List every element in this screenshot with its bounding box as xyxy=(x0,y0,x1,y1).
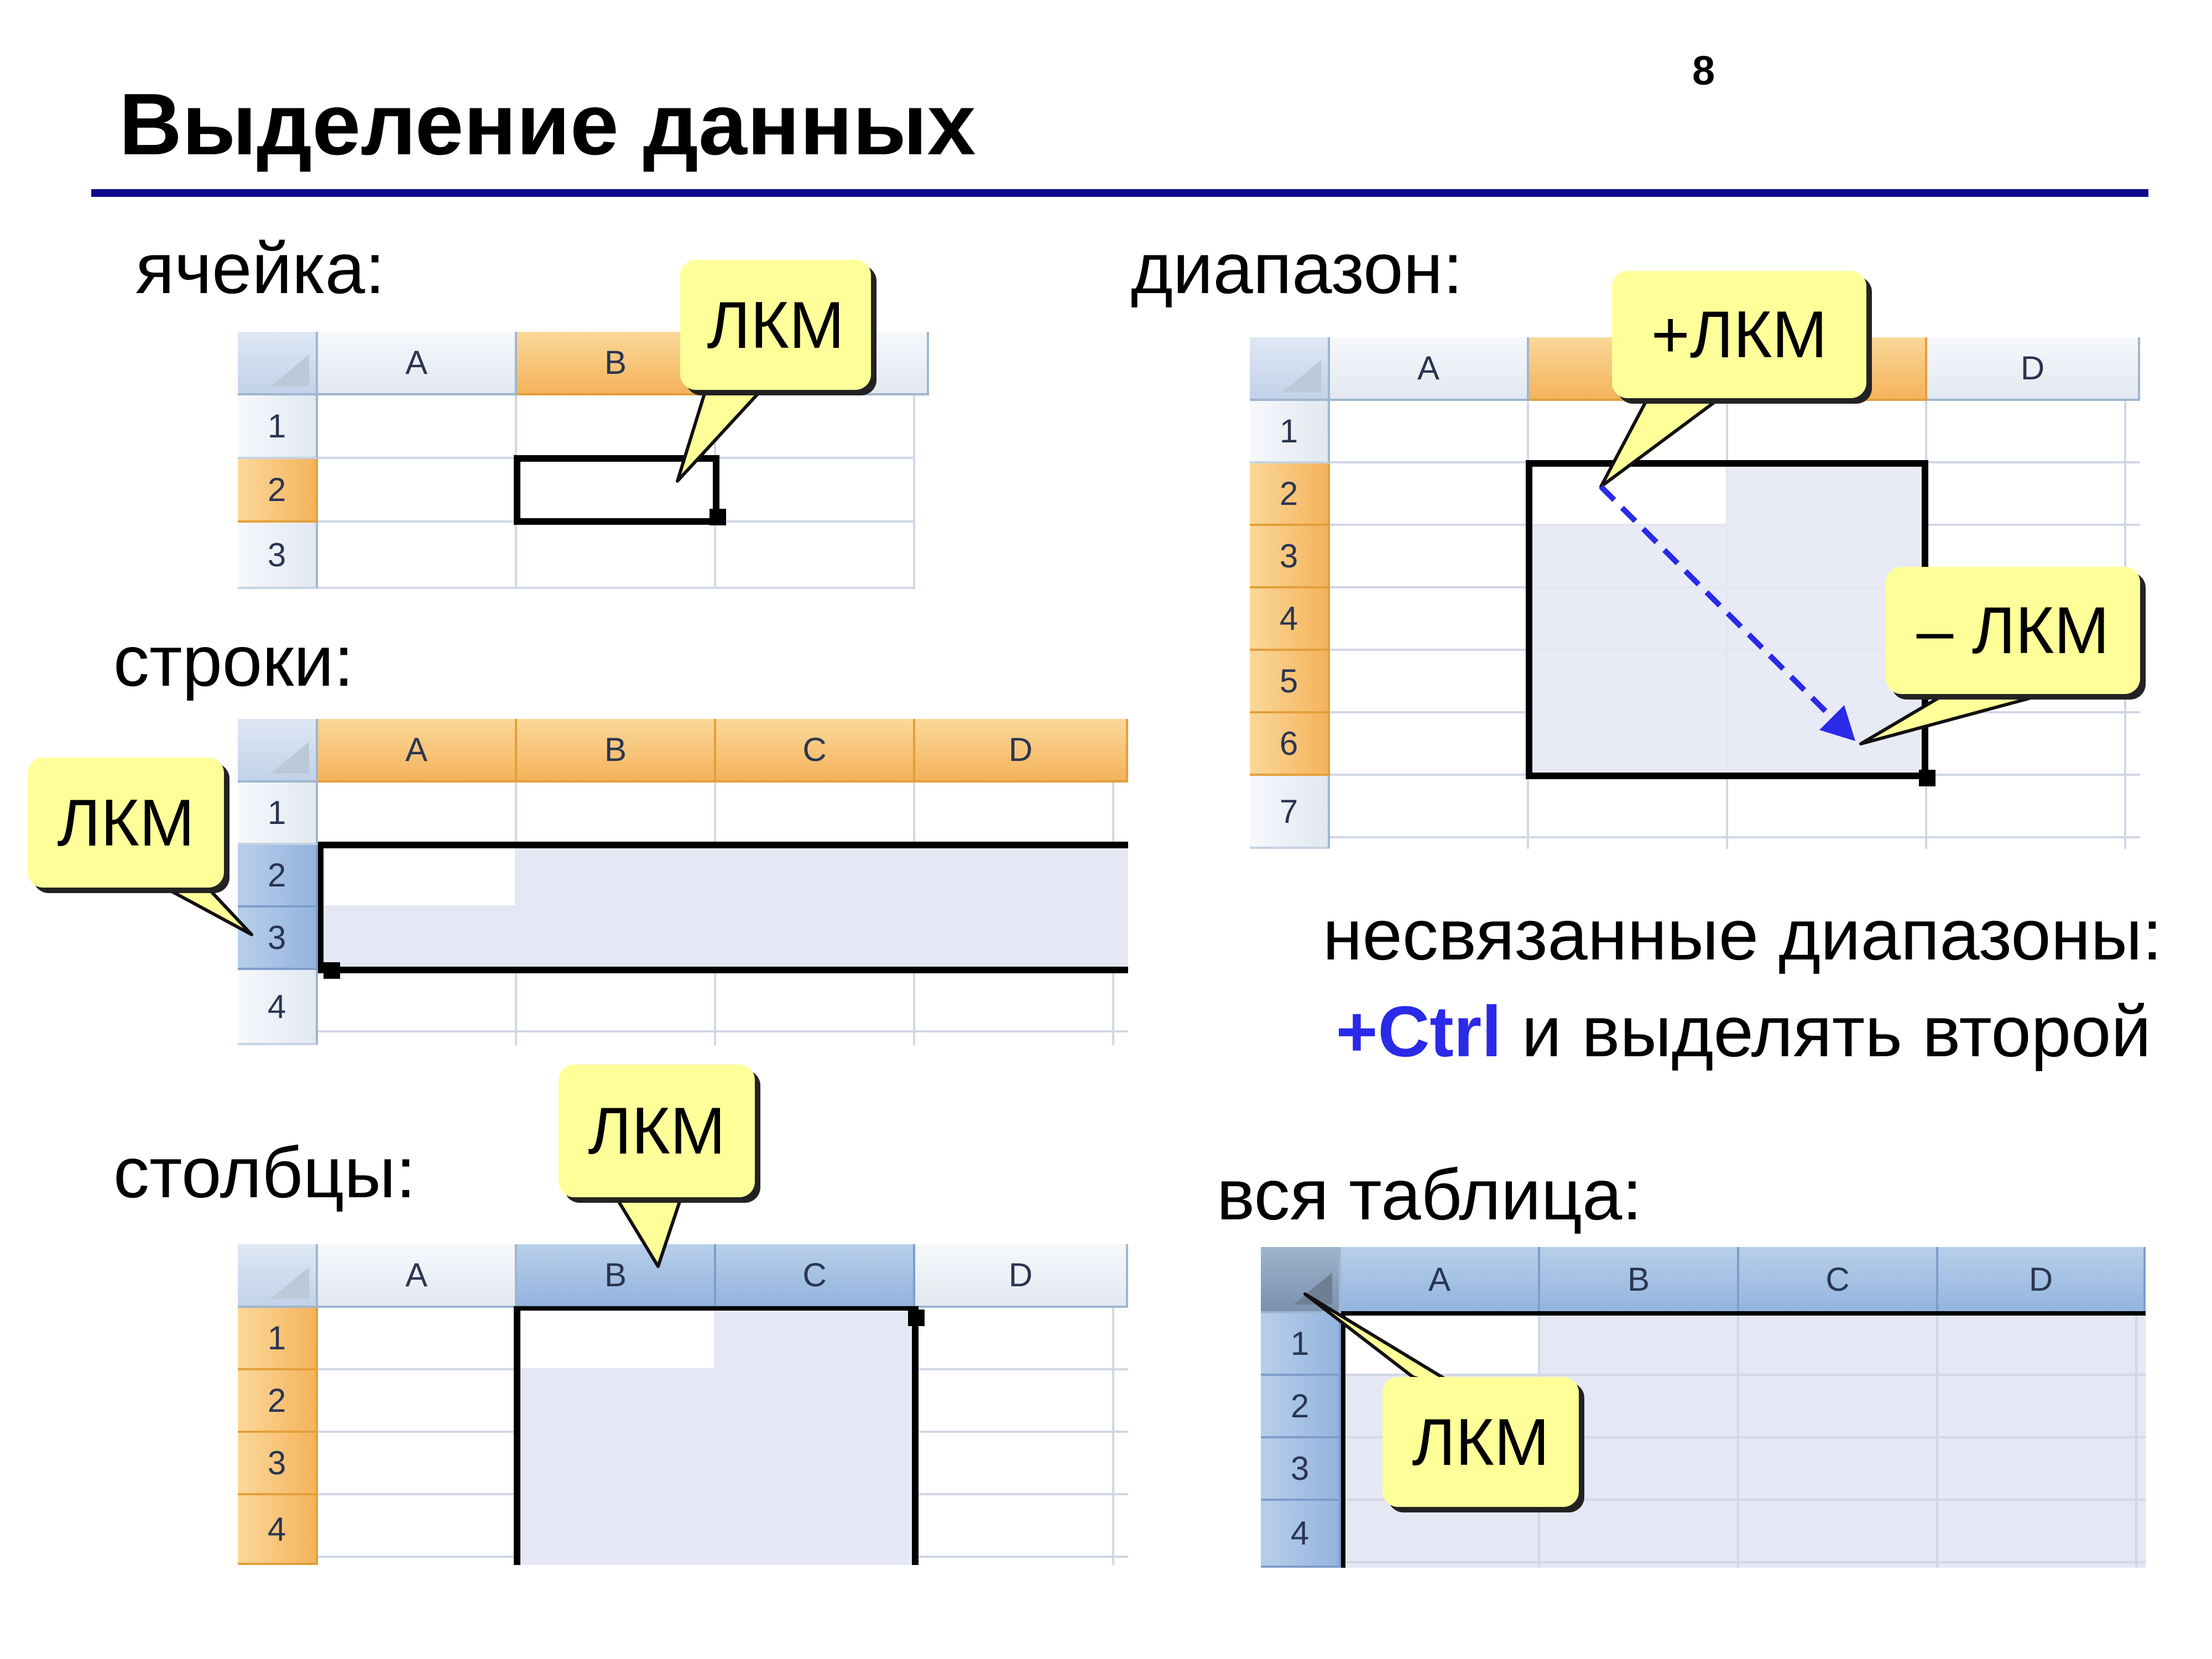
active-cell-b1[interactable] xyxy=(520,1311,714,1368)
select-all-corner[interactable] xyxy=(238,719,318,782)
ctrl-instruction-text: и выделять второй xyxy=(1501,991,2151,1072)
selection-border-left xyxy=(514,1306,520,1565)
row-header-4[interactable]: 4 xyxy=(238,970,318,1045)
row-header-6[interactable]: 6 xyxy=(1250,713,1330,776)
sheet-columns-selection: A B C D 1 2 3 4 xyxy=(238,1244,1128,1565)
callout-release-range: – ЛКМ xyxy=(1886,567,2140,694)
fill-handle[interactable] xyxy=(709,509,726,525)
row-header-3[interactable]: 3 xyxy=(238,1433,318,1495)
select-all-corner[interactable] xyxy=(1250,337,1330,401)
row-header-4[interactable]: 4 xyxy=(1250,588,1330,651)
col-header-d[interactable]: D xyxy=(915,719,1128,782)
col-header-c[interactable]: C xyxy=(1739,1247,1938,1313)
callout-click-cell: ЛКМ xyxy=(680,260,871,390)
label-cell: ячейка: xyxy=(135,228,385,309)
col-header-b[interactable]: B xyxy=(517,1244,716,1308)
cell[interactable] xyxy=(318,523,517,589)
fill-handle[interactable] xyxy=(1919,770,1936,786)
row-header-2[interactable]: 2 xyxy=(238,1370,318,1433)
selection-border-top xyxy=(1341,1311,2146,1316)
row-header-2[interactable]: 2 xyxy=(1261,1376,1341,1438)
active-cell-a1[interactable] xyxy=(1345,1316,1538,1374)
col-header-b[interactable]: B xyxy=(517,719,716,782)
col-header-d[interactable]: D xyxy=(915,1244,1128,1308)
label-columns: столбцы: xyxy=(113,1132,416,1213)
fill-handle[interactable] xyxy=(324,962,340,979)
label-rows: строки: xyxy=(113,620,354,701)
row-header-5[interactable]: 5 xyxy=(1250,651,1330,713)
sheet-rows-selection: A B C D 1 2 3 4 xyxy=(238,719,1128,1045)
row-header-3[interactable]: 3 xyxy=(238,907,318,970)
col-header-c[interactable]: C xyxy=(716,719,915,782)
slide-title: Выделение данных xyxy=(119,76,976,173)
cell[interactable] xyxy=(716,459,915,523)
row-header-2[interactable]: 2 xyxy=(1250,463,1330,526)
active-cell-b2[interactable] xyxy=(1529,463,1726,524)
cell[interactable] xyxy=(517,395,716,459)
cell[interactable] xyxy=(318,395,517,459)
row-header-1[interactable]: 1 xyxy=(1261,1313,1341,1376)
row-header-1[interactable]: 1 xyxy=(238,782,318,845)
col-header-a[interactable]: A xyxy=(318,332,517,395)
row-header-4[interactable]: 4 xyxy=(238,1495,318,1565)
label-range: диапазон: xyxy=(1131,228,1463,309)
select-all-corner[interactable] xyxy=(1261,1247,1341,1313)
row-header-1[interactable]: 1 xyxy=(238,395,318,459)
selection-border-right xyxy=(912,1306,919,1565)
cell-b2[interactable] xyxy=(517,459,716,523)
callout-click-rows: ЛКМ xyxy=(28,758,224,888)
cell[interactable] xyxy=(716,395,915,459)
row-header-3[interactable]: 3 xyxy=(1261,1438,1341,1501)
row-header-7[interactable]: 7 xyxy=(1250,776,1330,849)
ctrl-instruction: +Ctrl и выделять второй xyxy=(1336,990,2151,1073)
title-rule xyxy=(91,189,2148,197)
selection-border-top xyxy=(514,1306,919,1311)
col-header-a[interactable]: A xyxy=(1330,337,1529,401)
cell[interactable] xyxy=(517,523,716,589)
col-header-a[interactable]: A xyxy=(318,1244,517,1308)
selection-border-top xyxy=(318,842,1128,848)
selection-border-bottom xyxy=(318,967,1128,973)
label-whole-table: вся таблица: xyxy=(1217,1154,1642,1235)
select-all-corner[interactable] xyxy=(238,332,318,395)
callout-press-range: +ЛКМ xyxy=(1612,271,1866,398)
col-header-a[interactable]: A xyxy=(1341,1247,1540,1313)
col-header-a[interactable]: A xyxy=(318,719,517,782)
cell[interactable] xyxy=(716,523,915,589)
row-header-2[interactable]: 2 xyxy=(238,845,318,907)
row-header-1[interactable]: 1 xyxy=(238,1308,318,1370)
col-header-d[interactable]: D xyxy=(1938,1247,2146,1313)
col-header-c[interactable]: C xyxy=(716,1244,915,1308)
select-all-corner[interactable] xyxy=(238,1244,318,1308)
label-disjoint: несвязанные диапазоны: xyxy=(1322,894,2162,975)
col-header-d[interactable]: D xyxy=(1927,337,2140,401)
row-header-3[interactable]: 3 xyxy=(1250,526,1330,588)
cell[interactable] xyxy=(318,459,517,523)
row-header-2[interactable]: 2 xyxy=(238,459,318,523)
active-cell-a2[interactable] xyxy=(321,845,515,905)
row-header-4[interactable]: 4 xyxy=(1261,1501,1341,1568)
col-header-b[interactable]: B xyxy=(1540,1247,1739,1313)
fill-handle[interactable] xyxy=(908,1310,925,1326)
row-header-1[interactable]: 1 xyxy=(1250,401,1330,463)
callout-click-whole: ЛКМ xyxy=(1383,1377,1579,1507)
selection-border-left xyxy=(1341,1311,1345,1568)
page-number: 8 xyxy=(1692,48,1715,93)
callout-click-columns: ЛКМ xyxy=(559,1065,755,1197)
pointer-rows xyxy=(148,878,253,936)
ctrl-key: +Ctrl xyxy=(1335,991,1502,1072)
selection-border-left xyxy=(318,842,324,973)
row-header-3[interactable]: 3 xyxy=(238,523,318,589)
